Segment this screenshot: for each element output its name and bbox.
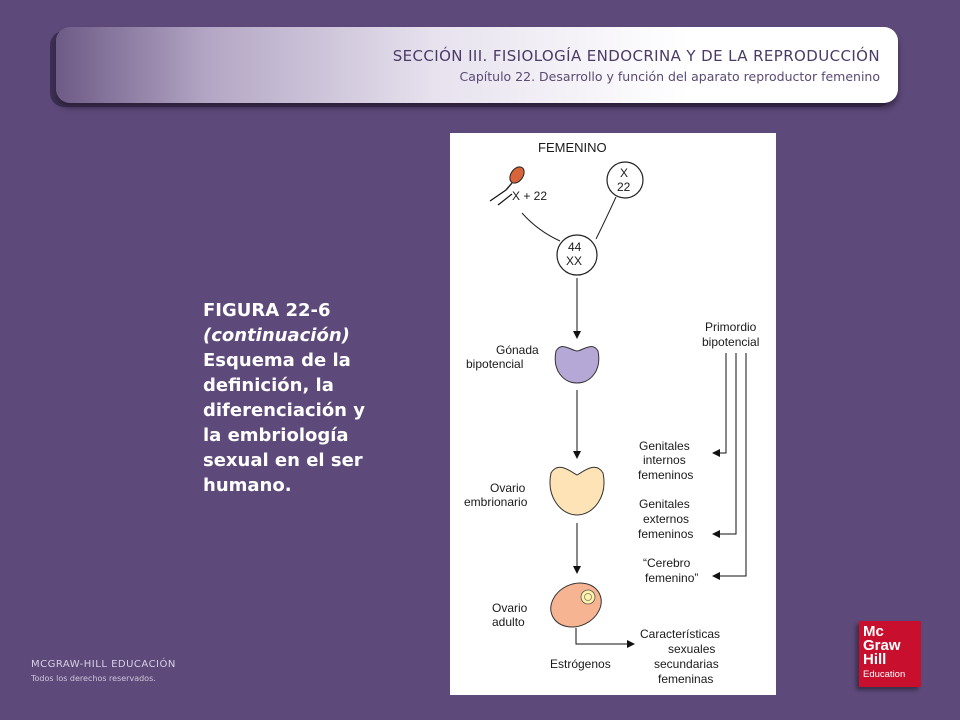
bipotential-gonad-shape <box>554 346 600 384</box>
header-banner: SECCIÓN III. FISIOLOGÍA ENDOCRINA Y DE L… <box>56 27 898 103</box>
gonad-label-line2: bipotencial <box>466 357 523 371</box>
figure-caption-text: Esquema de la definición, la diferenciac… <box>203 350 365 496</box>
primordium-to-external-arrow <box>712 353 737 538</box>
figure-continuation: (continuación) <box>203 325 350 346</box>
sperm-label: X + 22 <box>512 189 547 203</box>
adult-ovary-shape <box>550 582 602 628</box>
secondary-label-line3: secundarias <box>654 657 719 671</box>
primordium-to-internal-arrow <box>712 353 727 457</box>
zygote-line1: 44 <box>568 240 582 254</box>
primordium-label-line2: bipotencial <box>702 335 759 349</box>
adult-ovary-label-line1: Ovario <box>492 601 528 615</box>
egg-line1: X <box>620 166 628 180</box>
embryo-ovary-label-line2: embrionario <box>464 495 528 509</box>
sex-differentiation-diagram: FEMENINO X + 22 X 22 44 XX Gónada bipote… <box>464 140 759 686</box>
gonad-label-line1: Gónada <box>496 343 539 357</box>
figure-number: FIGURA 22-6 <box>203 300 331 321</box>
diagram-title: FEMENINO <box>538 140 607 155</box>
egg-to-zygote-line <box>595 196 617 240</box>
external-label-line1: Genitales <box>639 497 690 511</box>
estrogens-label: Estrógenos <box>550 657 611 671</box>
egg-line2: 22 <box>617 180 631 194</box>
embryonic-ovary-shape <box>549 466 605 516</box>
internal-label-line2: internos <box>643 453 686 467</box>
secondary-label-line4: femeninas <box>658 672 713 686</box>
ovary-to-secondary-arrow <box>575 628 635 648</box>
rights-notice: Todos los derechos reservados. <box>31 674 156 683</box>
sperm-to-zygote-line <box>521 212 561 242</box>
adult-ovary-label-line2: adulto <box>492 615 525 629</box>
zygote-line2: XX <box>566 254 582 268</box>
sperm-icon <box>489 166 525 206</box>
secondary-label-line1: Características <box>640 627 720 641</box>
section-title: SECCIÓN III. FISIOLOGÍA ENDOCRINA Y DE L… <box>392 47 880 65</box>
primordium-label-line1: Primordio <box>705 320 757 334</box>
primordium-to-brain-arrow <box>712 353 747 580</box>
internal-label-line3: femeninos <box>638 468 693 482</box>
diagram-panel: FEMENINO X + 22 X 22 44 XX Gónada bipote… <box>450 133 776 695</box>
brain-label-line1: “Cerebro <box>643 556 691 570</box>
egg-circle <box>606 161 644 199</box>
external-label-line2: externos <box>643 512 689 526</box>
embryo-ovary-label-line1: Ovario <box>490 481 526 495</box>
zygote-circle <box>556 234 598 276</box>
secondary-label-line2: sexuales <box>668 642 715 656</box>
brain-label-line2: femenino” <box>645 571 698 585</box>
mcgraw-hill-logo: Mc Graw Hill Education <box>859 621 921 687</box>
external-label-line3: femeninos <box>638 527 693 541</box>
chapter-title: Capítulo 22. Desarrollo y función del ap… <box>459 69 880 84</box>
publisher-name: MCGRAW-HILL EDUCACIÓN <box>31 659 176 670</box>
figure-caption: FIGURA 22-6 (continuación) Esquema de la… <box>203 298 373 498</box>
internal-label-line1: Genitales <box>639 439 690 453</box>
